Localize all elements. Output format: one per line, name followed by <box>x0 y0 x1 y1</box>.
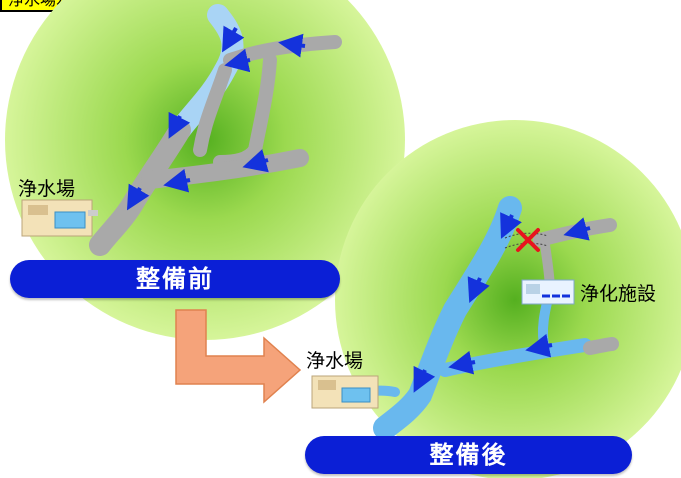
flow-arrow <box>467 276 490 304</box>
flow-arrow <box>242 149 269 173</box>
after-water-plant-icon <box>311 375 379 409</box>
after-river <box>373 196 522 440</box>
after-scene <box>311 120 681 478</box>
blocked-channel-bottom <box>504 242 549 249</box>
after-flow-arrows <box>413 212 591 393</box>
before-scene <box>5 0 405 340</box>
flow-arrow <box>222 25 245 53</box>
after-gray-end <box>583 337 619 355</box>
flow-arrow <box>126 183 150 211</box>
purification-facility-icon <box>521 279 575 305</box>
flow-arrow <box>413 365 436 393</box>
flow-arrow <box>500 212 522 239</box>
before-plant-label: 浄水場 <box>18 178 76 200</box>
after-label: 整備後 <box>429 441 508 469</box>
transition-arrow <box>175 309 302 404</box>
flow-arrow <box>163 168 191 193</box>
blocked-channel-top <box>504 232 549 239</box>
flow-arrow <box>563 217 591 241</box>
flow-arrow <box>448 350 476 375</box>
facility-label: 浄化施設 <box>580 283 657 305</box>
before-inner-stream <box>193 63 232 157</box>
flow-arrow <box>525 333 553 358</box>
before-label: 整備前 <box>136 265 214 293</box>
after-label-pill: 整備後 <box>305 436 632 474</box>
before-label-pill: 整備前 <box>10 260 340 298</box>
before-flow-arrows <box>126 25 306 211</box>
flow-arrow <box>278 33 306 58</box>
flow-arrow <box>224 48 251 73</box>
before-water-plant-icon <box>21 199 98 237</box>
flow-arrow <box>168 111 191 139</box>
after-plant-label: 浄水場 <box>306 350 364 372</box>
